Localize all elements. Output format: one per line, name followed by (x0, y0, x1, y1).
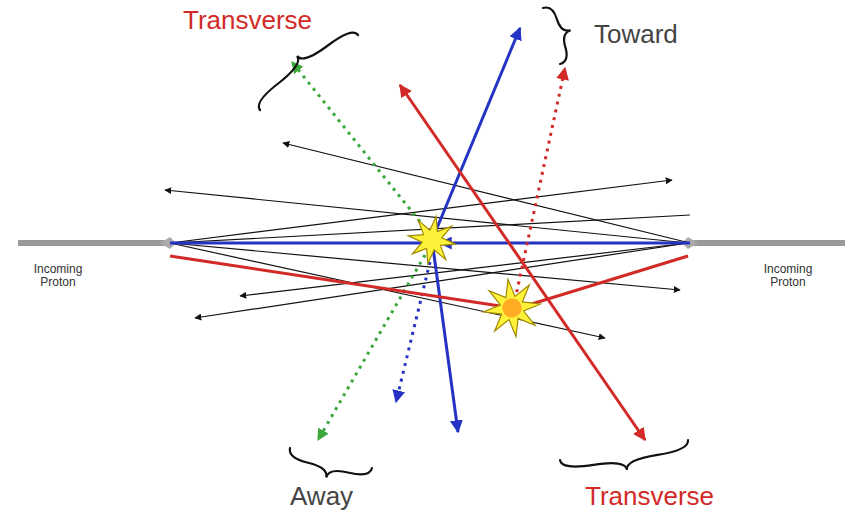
region-label: Transverse (585, 482, 714, 511)
beam-label: Incoming Proton (752, 263, 824, 289)
radiation-tracks (292, 62, 425, 440)
region-label: Away (290, 482, 353, 511)
collision-star (479, 275, 544, 340)
multiple-interaction-tracks (170, 68, 688, 440)
hard-scatter-tracks (170, 28, 690, 432)
region-brace (259, 8, 688, 478)
collision-star (404, 212, 460, 268)
region-label: Transverse (183, 6, 312, 35)
beam-remnant-tracks (165, 143, 690, 338)
beam-label: Incoming Proton (22, 263, 94, 289)
region-label: Toward (594, 20, 678, 49)
